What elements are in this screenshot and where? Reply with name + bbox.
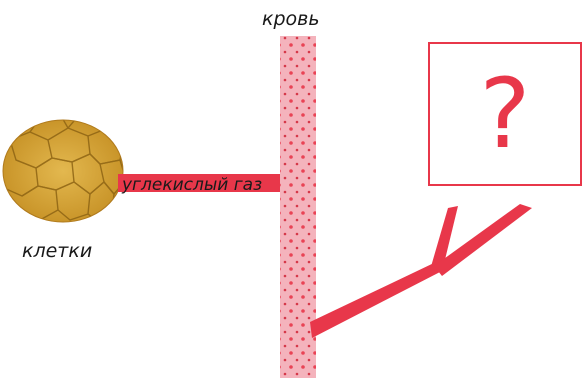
branch-arrow: [310, 204, 532, 338]
blood-vessel: [280, 36, 316, 378]
co2-label: углекислый газ: [122, 175, 263, 195]
question-mark-icon: ?: [479, 58, 531, 170]
co2-band: [118, 174, 286, 192]
cells-label: клетки: [22, 240, 93, 262]
question-box: ?: [428, 42, 582, 186]
blood-label: кровь: [262, 8, 320, 30]
cell-tissue-icon: [2, 119, 124, 223]
